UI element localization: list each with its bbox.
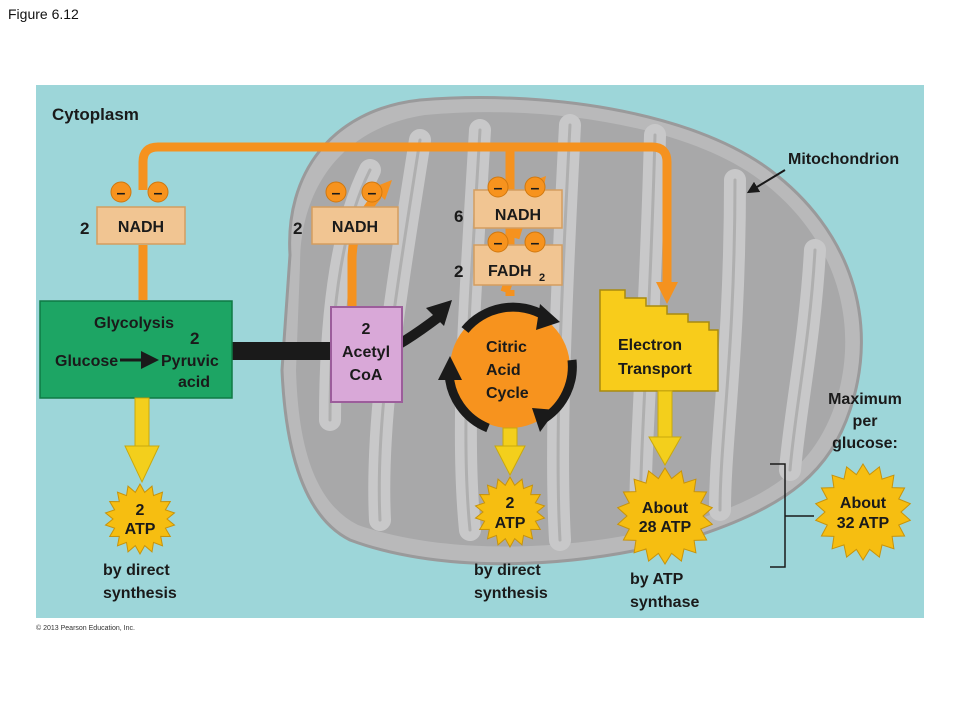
svg-text:FADH: FADH <box>488 263 532 280</box>
svg-text:–: – <box>531 235 540 252</box>
svg-text:acid: acid <box>178 374 210 391</box>
svg-text:2: 2 <box>136 502 145 519</box>
copyright-notice: © 2013 Pearson Education, Inc. <box>36 625 135 632</box>
atp-output-arrows <box>124 390 682 484</box>
svg-text:–: – <box>332 185 341 202</box>
svg-text:2: 2 <box>539 272 545 284</box>
svg-text:2: 2 <box>506 495 515 512</box>
glycolysis-atp-caption-1: by direct <box>103 562 170 579</box>
svg-text:NADH: NADH <box>332 219 378 236</box>
mitochondrion-label: Mitochondrion <box>788 151 899 168</box>
etc-input-arrowhead <box>656 282 678 304</box>
glycolysis-stage: Glycolysis 2 Glucose Pyruvic acid <box>39 300 233 399</box>
svg-text:NADH: NADH <box>118 219 164 236</box>
svg-text:28 ATP: 28 ATP <box>639 519 692 536</box>
svg-text:–: – <box>154 185 163 202</box>
fadh2-citric-count: 2 <box>454 262 463 281</box>
atp-star-electron-transport: About 28 ATP <box>616 467 714 565</box>
maximum-heading-3: glucose: <box>832 435 898 452</box>
svg-text:Cycle: Cycle <box>486 385 529 402</box>
svg-text:2: 2 <box>362 321 371 338</box>
maximum-heading-2: per <box>853 413 878 430</box>
citric-acid-cycle: Citric Acid Cycle <box>438 302 577 433</box>
svg-text:Citric: Citric <box>486 339 527 356</box>
svg-text:About: About <box>642 500 689 517</box>
atp-star-citric: 2 ATP <box>474 475 546 549</box>
figure-label: Figure 6.12 <box>8 6 79 22</box>
svg-text:ATP: ATP <box>495 515 526 532</box>
cytoplasm-label: Cytoplasm <box>52 105 139 124</box>
acetyl-to-citric-arrowhead <box>426 300 452 326</box>
nadh-glycolysis-count: 2 <box>80 219 89 238</box>
etc-atp-caption-2: synthase <box>630 594 699 611</box>
carrier-nadh-glycolysis: – – NADH <box>96 181 186 245</box>
svg-text:–: – <box>494 180 503 197</box>
nadh-acetyl-count: 2 <box>293 219 302 238</box>
svg-text:2: 2 <box>190 329 199 348</box>
pyruvate-connector <box>232 342 332 360</box>
electron-transport-stage: Electron Transport <box>599 289 719 392</box>
carrier-fadh2-citric: – – FADH 2 <box>473 231 563 286</box>
svg-text:Acid: Acid <box>486 362 521 379</box>
svg-text:Electron: Electron <box>618 337 682 354</box>
glycolysis-atp-caption-2: synthesis <box>103 585 177 602</box>
carrier-nadh-acetyl: – – NADH <box>311 181 399 245</box>
acetyl-coa-stage: 2 Acetyl CoA <box>330 306 403 403</box>
svg-text:–: – <box>117 185 126 202</box>
svg-text:–: – <box>531 180 540 197</box>
total-bracket <box>770 463 814 568</box>
citric-atp-caption-1: by direct <box>474 562 541 579</box>
atp-star-glycolysis: 2 ATP <box>104 482 176 556</box>
svg-text:32 ATP: 32 ATP <box>837 515 890 532</box>
svg-text:–: – <box>368 185 377 202</box>
svg-text:–: – <box>494 235 503 252</box>
svg-text:Glycolysis: Glycolysis <box>94 315 174 332</box>
svg-text:NADH: NADH <box>495 207 541 224</box>
atp-star-maximum: About 32 ATP <box>814 463 912 561</box>
mitochondrion-pointer <box>746 169 786 194</box>
maximum-heading-1: Maximum <box>828 391 902 408</box>
svg-text:ATP: ATP <box>125 521 156 538</box>
svg-text:About: About <box>840 495 887 512</box>
citric-atp-caption-2: synthesis <box>474 585 548 602</box>
carrier-nadh-citric: – – NADH <box>473 176 563 229</box>
svg-text:Pyruvic: Pyruvic <box>161 353 219 370</box>
svg-text:Acetyl: Acetyl <box>342 344 390 361</box>
nadh-citric-count: 6 <box>454 207 463 226</box>
svg-text:Glucose: Glucose <box>55 353 118 370</box>
svg-text:Transport: Transport <box>618 361 692 378</box>
etc-atp-caption-1: by ATP <box>630 571 684 588</box>
svg-text:CoA: CoA <box>350 367 383 384</box>
